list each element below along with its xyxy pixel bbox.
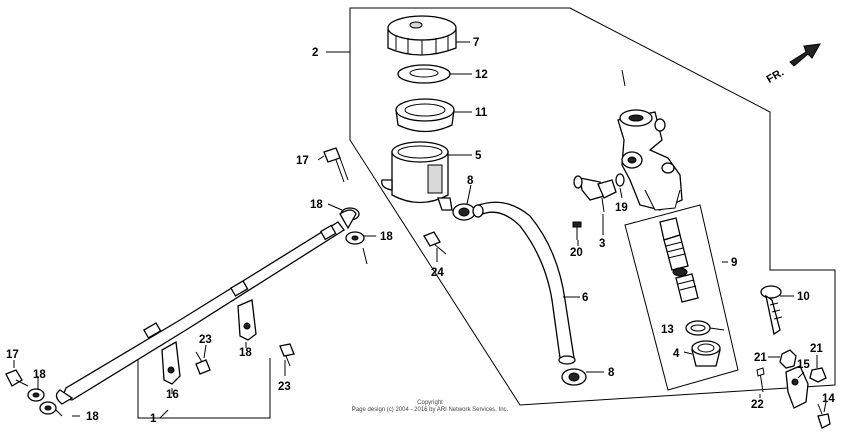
callout-9: 9 <box>731 257 737 269</box>
callout-10: 10 <box>797 291 810 303</box>
callout-3: 3 <box>599 238 605 250</box>
callout-18-lower-b: 18 <box>86 411 99 423</box>
callout-8-upper: 8 <box>467 175 474 187</box>
boot-4 <box>691 340 721 367</box>
diaphragm-plate <box>397 64 451 84</box>
washer-18-c <box>27 388 45 402</box>
indicator-arrow-b <box>362 247 368 265</box>
hose-clamp-lower <box>561 368 587 386</box>
callout-15: 15 <box>797 359 810 371</box>
callout-14: 14 <box>822 393 835 405</box>
circlip-13 <box>685 320 711 336</box>
reservoir-cap <box>387 15 457 56</box>
callout-17-lower: 17 <box>6 349 19 361</box>
piston-kit <box>659 217 699 303</box>
callout-8-lower: 8 <box>608 367 615 379</box>
callout-18-stay: 18 <box>239 347 252 359</box>
copyright-line-1: Copyright <box>417 400 443 406</box>
o-ring-19 <box>615 173 625 187</box>
front-direction-indicator: FR. <box>765 43 821 86</box>
hose-clamp-upper <box>452 203 476 221</box>
bolt-17-lower <box>5 369 29 387</box>
callout-5: 5 <box>475 150 482 162</box>
assembly-2-boundary <box>349 7 836 406</box>
assembly-9-boundary <box>624 204 739 391</box>
callout-17-upper: 17 <box>296 155 309 167</box>
leader-lines <box>13 41 827 419</box>
stay-18-right <box>237 299 257 341</box>
master-cylinder-body <box>617 109 683 211</box>
callout-1: 1 <box>150 413 157 425</box>
callout-labels: 2 7 12 11 5 8 6 8 19 3 20 9 10 13 4 21 2… <box>6 37 835 425</box>
callout-4: 4 <box>673 348 680 360</box>
copyright-line-2: Page design (c) 2004 - 2016 by ARI Netwo… <box>351 407 509 413</box>
bolt-23-right <box>279 343 295 367</box>
screw-20 <box>572 221 582 240</box>
callout-16: 16 <box>166 389 179 401</box>
indicator-arrow-a <box>621 69 626 87</box>
callout-7: 7 <box>473 37 479 49</box>
callout-11: 11 <box>475 107 488 119</box>
callout-2: 2 <box>312 47 318 59</box>
callout-12: 12 <box>475 69 488 81</box>
callout-21-right: 21 <box>810 343 823 355</box>
callout-24: 24 <box>431 267 444 279</box>
callout-23-left: 23 <box>199 334 212 346</box>
reservoir-hose <box>472 201 576 365</box>
callout-18-lower-a: 18 <box>33 369 46 381</box>
nut-21-right <box>809 367 827 383</box>
front-direction-label: FR. <box>765 67 786 86</box>
bolt-24 <box>423 231 447 255</box>
washer-18-b <box>345 231 365 245</box>
hose-joint <box>573 175 617 213</box>
callout-13: 13 <box>661 324 674 336</box>
callout-23-right: 23 <box>278 381 291 393</box>
washer-18-d <box>39 401 57 415</box>
callout-18-upper: 18 <box>310 199 323 211</box>
pin-14 <box>817 403 831 429</box>
callout-6: 6 <box>582 292 588 304</box>
bolt-17-upper <box>323 147 349 183</box>
joint-15 <box>785 365 809 409</box>
callout-19: 19 <box>615 202 628 214</box>
bolt-23-left <box>195 351 211 375</box>
stay-16 <box>161 340 181 385</box>
callout-20: 20 <box>570 247 583 259</box>
callout-22: 22 <box>751 399 764 411</box>
nut-21-left <box>779 349 797 369</box>
brake-rod <box>55 209 357 405</box>
copyright-notice: Copyright Page design (c) 2004 - 2016 by… <box>300 400 560 414</box>
diaphragm <box>395 98 455 133</box>
callout-18-middle: 18 <box>380 231 393 243</box>
reservoir <box>381 141 453 211</box>
callout-21-left: 21 <box>754 352 767 364</box>
pin-22 <box>756 367 765 393</box>
clevis-10 <box>760 285 783 336</box>
assembly-1-bracket <box>137 355 271 419</box>
